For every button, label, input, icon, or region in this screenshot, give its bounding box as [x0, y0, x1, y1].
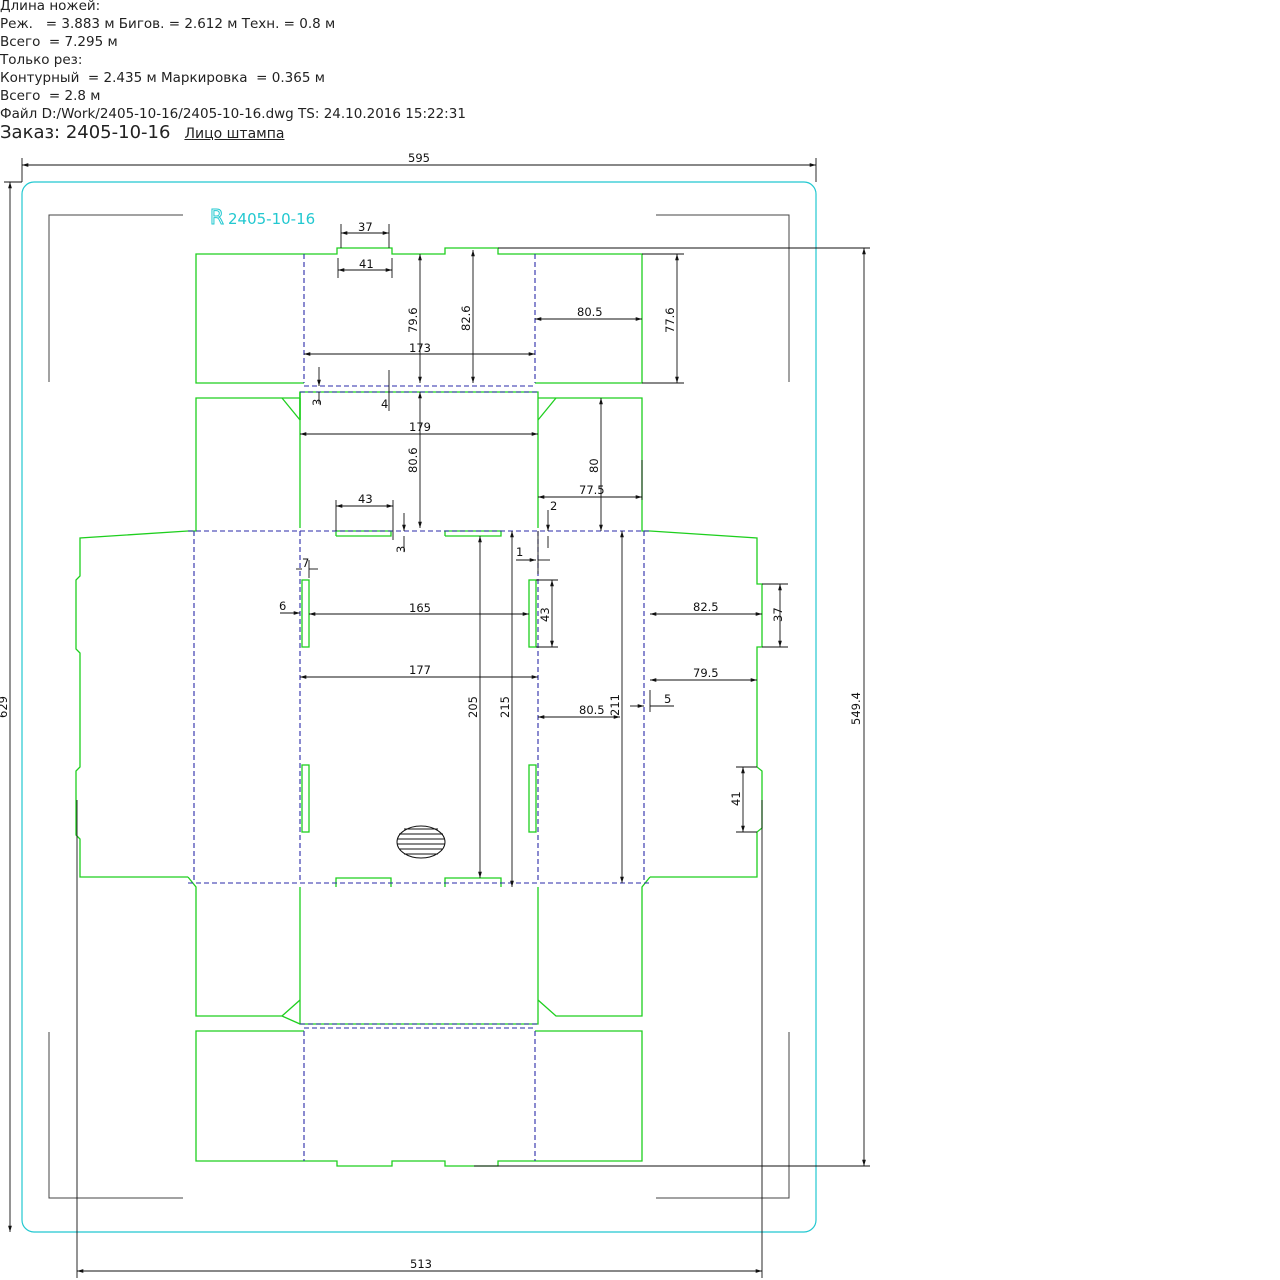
dim-79-6: 79.6 [406, 307, 420, 333]
only-cut-total: Всего = 2.8 м [0, 88, 101, 104]
dim-43-left: 43 [358, 492, 373, 506]
dim-211: 211 [608, 694, 622, 716]
dim-177: 177 [409, 663, 431, 677]
dim-37-top: 37 [358, 220, 373, 234]
knife-length-title: Длина ножей: [0, 0, 101, 14]
dim-3: 3 [310, 399, 324, 406]
stamp-logo: R 2405-10-16 [210, 205, 316, 230]
dim-80-6: 80.6 [406, 447, 420, 473]
dim-41-right: 41 [729, 791, 743, 806]
dim-82-6: 82.6 [459, 305, 473, 331]
dim-82-5: 82.5 [693, 600, 719, 614]
only-cut-title: Только рез: [0, 52, 83, 68]
dimensions: 595 629 513 549.4 37 41 79.6 82.6 80. [0, 151, 870, 1278]
order-number: Заказ: 2405-10-16 Лицо штампа [0, 122, 284, 143]
dim-79-5: 79.5 [693, 666, 719, 680]
dim-2: 2 [550, 499, 557, 513]
dim-205: 205 [466, 696, 480, 718]
dim-215: 215 [498, 696, 512, 718]
knife-length-total: Всего = 7.295 м [0, 34, 118, 50]
order-label: Заказ: 2405-10-16 [0, 122, 171, 143]
stamp-border [21, 181, 817, 1233]
dim-overall-height: 629 [0, 696, 10, 718]
contour-marking-line: Контурный = 2.435 м Маркировка = 0.365 м [0, 70, 325, 86]
dim-right-height: 549.4 [849, 692, 863, 725]
dim-43-right: 43 [538, 607, 552, 622]
dim-7: 7 [302, 556, 309, 570]
crease-lines [188, 254, 650, 1161]
dim-37-right: 37 [771, 607, 785, 622]
vent-hole [396, 825, 446, 859]
dim-165: 165 [409, 601, 431, 615]
knife-length-cut-line: Реж. = 3.883 м Бигов. = 2.612 м Техн. = … [0, 16, 336, 32]
dim-overall-width: 595 [408, 151, 430, 165]
dim-4: 4 [381, 397, 388, 411]
registration-marks [48, 214, 790, 1199]
face-label: Лицо штампа [184, 126, 285, 142]
dim-bottom-width: 513 [410, 1257, 432, 1271]
dim-1: 1 [516, 545, 523, 559]
dim-80-5-mid: 80.5 [579, 703, 605, 717]
dim-80: 80 [587, 458, 601, 473]
dim-77-6: 77.6 [663, 307, 677, 333]
dim-3-lower: 3 [394, 546, 408, 553]
dim-80-5-top: 80.5 [577, 305, 603, 319]
cut-lines [75, 247, 763, 1167]
dim-77-5: 77.5 [579, 483, 605, 497]
svg-text:R: R [210, 205, 224, 229]
dim-6: 6 [279, 599, 286, 613]
file-path-line: Файл D:/Work/2405-10-16/2405-10-16.dwg T… [0, 106, 466, 122]
dim-5: 5 [664, 692, 671, 706]
dim-173: 173 [409, 341, 431, 355]
stamp-mark-text: 2405-10-16 [228, 210, 315, 228]
dim-41-top: 41 [359, 257, 374, 271]
